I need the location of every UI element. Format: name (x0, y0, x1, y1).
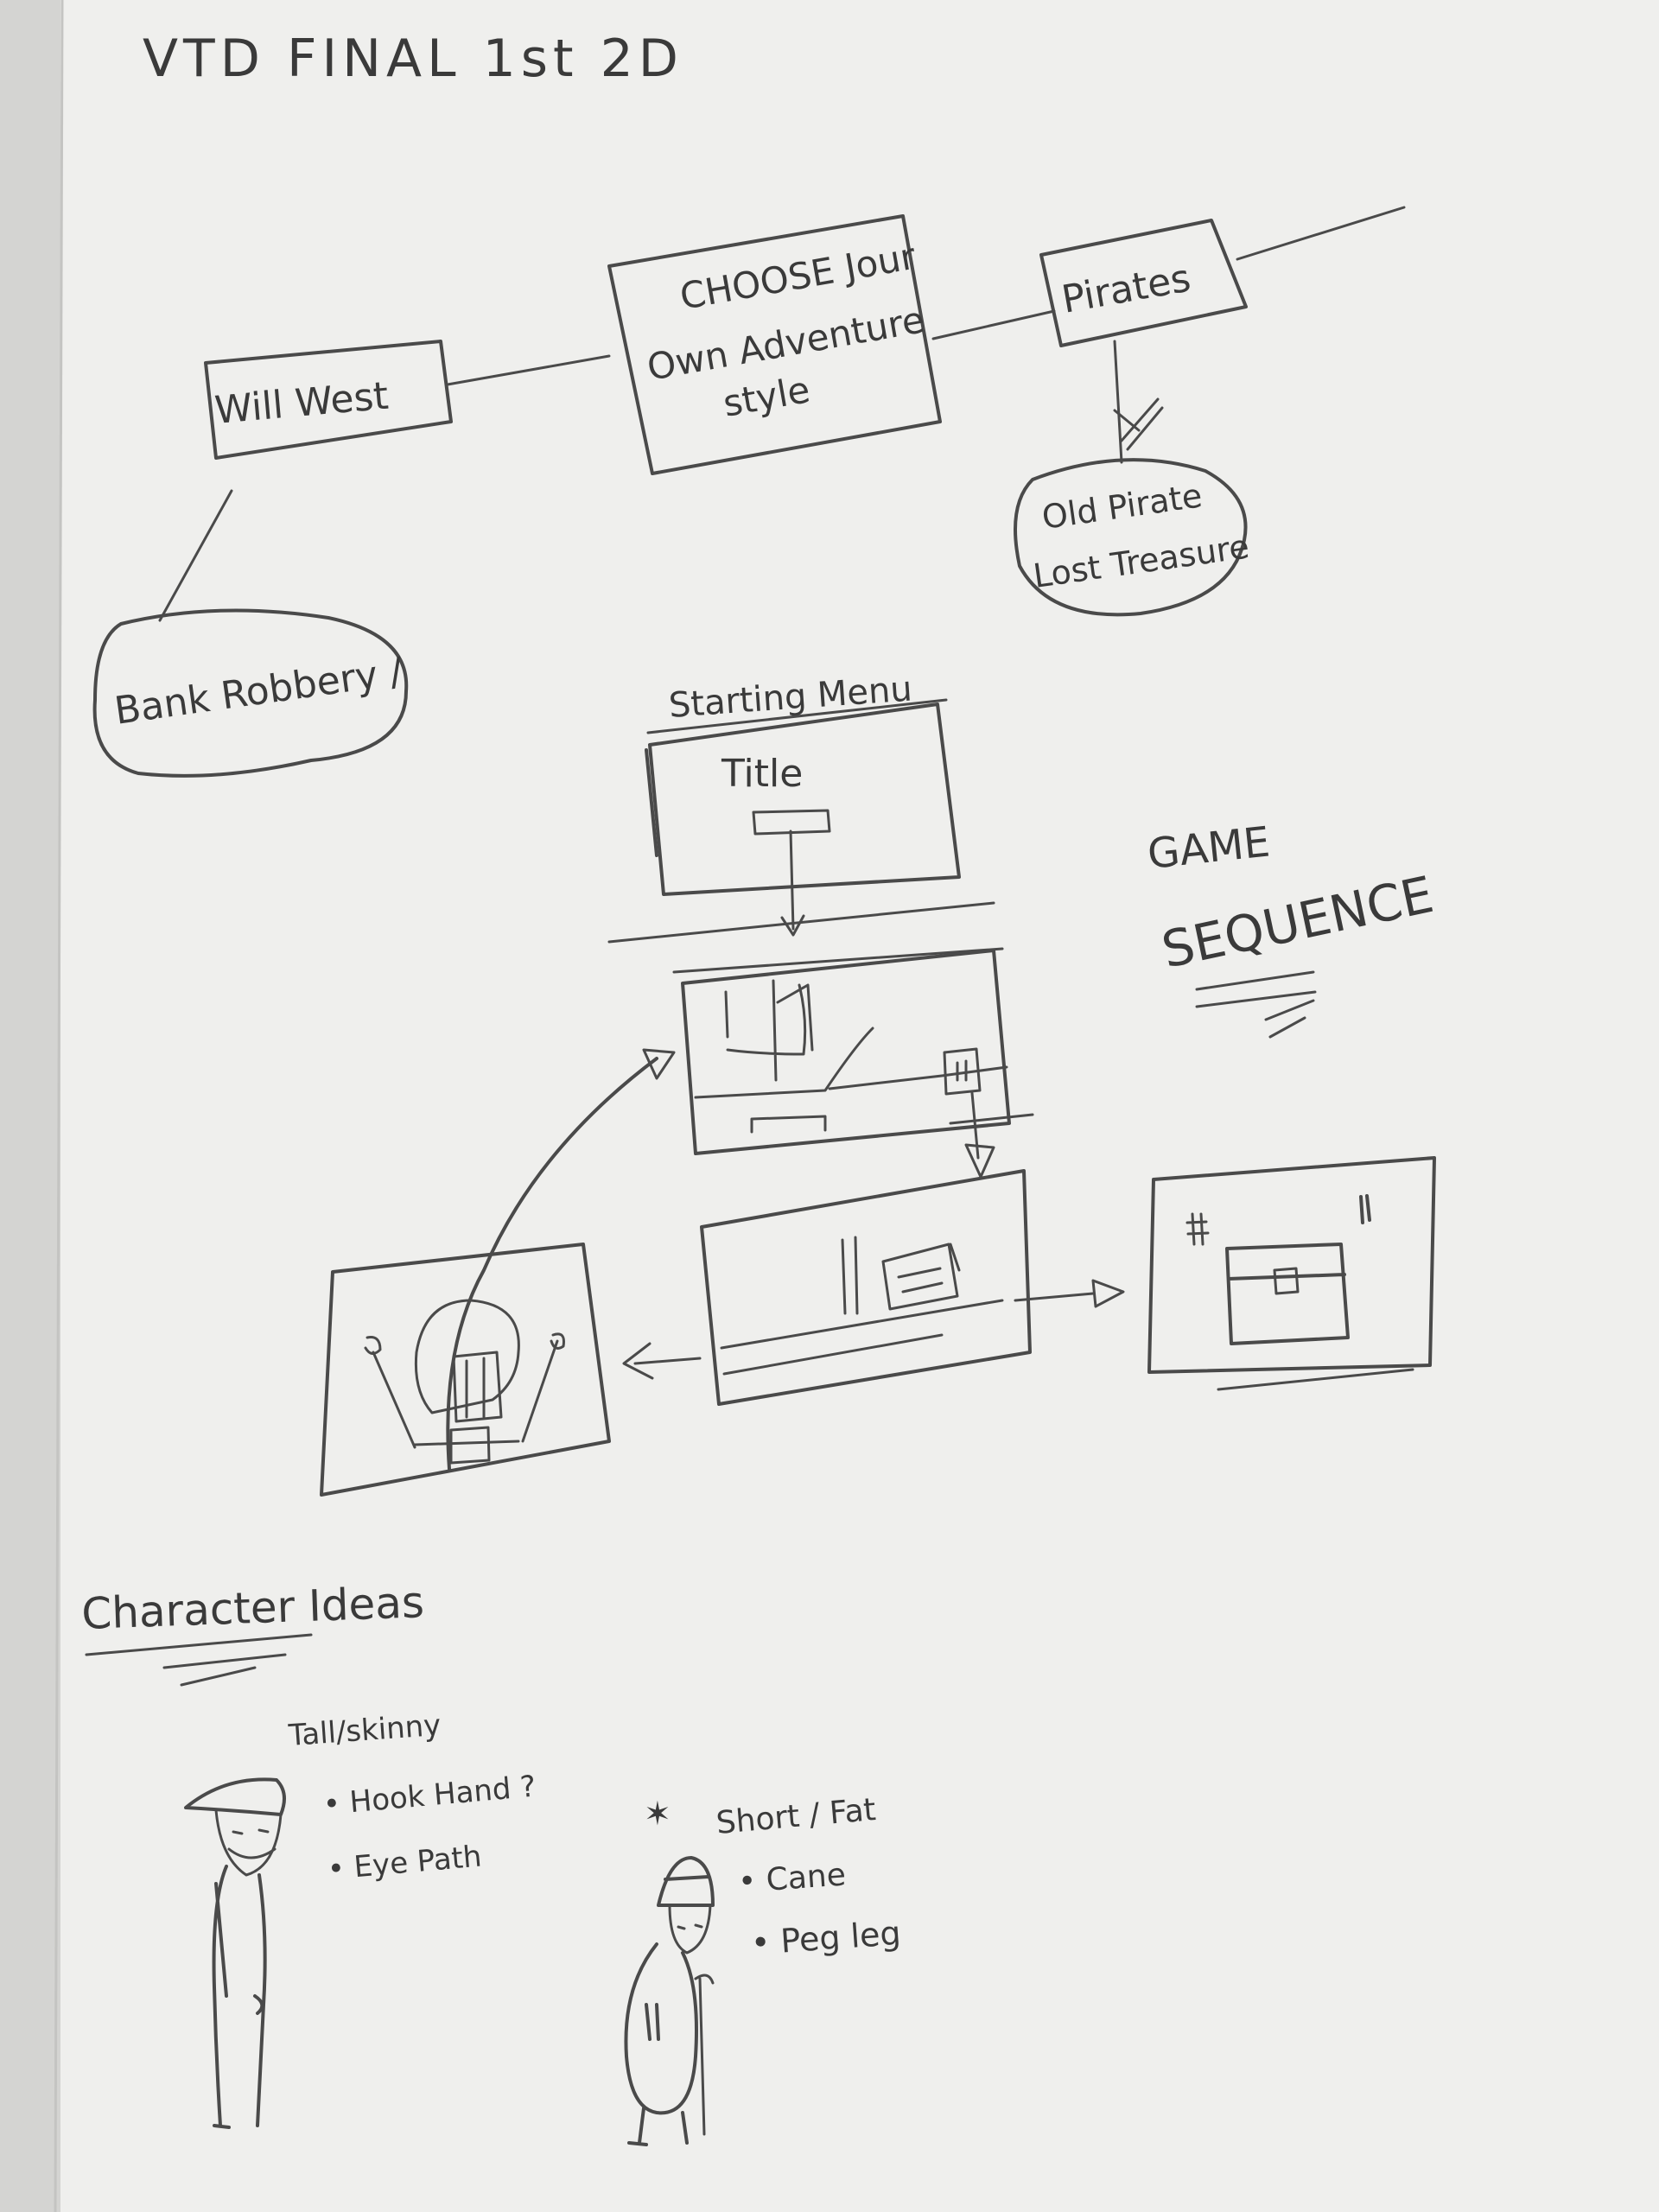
bank-robbery-bubble (92, 608, 409, 778)
ship-sail (776, 983, 814, 1052)
link-center-to-pirates (931, 309, 1056, 340)
screen-2-to-chest-arrow-shaft (1014, 1292, 1095, 1302)
treasure-chest (1225, 1243, 1350, 1345)
will-west-box (204, 340, 453, 460)
starting-menu-frame (648, 702, 961, 896)
menu-arrow-shaft (789, 830, 795, 931)
globe-to-screen-1-arrow-head (642, 1048, 676, 1080)
map-pin-right (521, 1332, 565, 1443)
chest-lock (1273, 1267, 1300, 1295)
game-screen-1-top-line (672, 947, 1004, 974)
map-screen-frame (320, 1243, 611, 1497)
treasure-map-sign (881, 1243, 961, 1311)
globe-stand (413, 1426, 520, 1465)
screen-2-pillars (841, 1236, 859, 1315)
link-center-to-will-west (446, 354, 611, 386)
character-ideas: Character Ideas Tall/skinny • Hook Hand … (80, 1577, 902, 2146)
short-pirate-figure (624, 1856, 715, 2146)
link-will-west-to-bank-robbery (158, 489, 233, 622)
paper-edge (54, 0, 64, 2212)
character-ideas-underline (85, 1633, 313, 1687)
character-ideas-heading: Character Ideas (80, 1577, 424, 1639)
game-screen-1-frame (681, 949, 1011, 1155)
paper-shadow (0, 0, 60, 2212)
link-pirates-continues (1236, 206, 1406, 261)
chest-screen-frame (1147, 1156, 1436, 1374)
screen-2-to-map-arrow-shaft (633, 1357, 702, 1365)
short-pirate-cane (694, 1974, 715, 2136)
chest-screen-base-line (1217, 1368, 1414, 1391)
page-title: VTD FINAL 1st 2D (143, 29, 683, 89)
screen-2-floor (720, 1299, 1004, 1376)
pirates-box (1039, 219, 1248, 347)
treasure-bubble (1014, 458, 1248, 617)
short-pirate-head (668, 1904, 712, 1955)
tall-pirate-hat (184, 1777, 286, 1816)
menu-frame-left-mark (645, 748, 658, 857)
menu-title-button (752, 809, 831, 836)
tall-pirate-head (214, 1808, 283, 1877)
short-pirate-hat (657, 1856, 715, 1907)
scribble-mark (1113, 397, 1164, 451)
short-pirate-body (624, 1942, 698, 2146)
screen-2-to-map-arrow-head (622, 1342, 654, 1380)
ship-mast (724, 979, 807, 1082)
ship-plank (750, 1115, 827, 1134)
paper-sheet (60, 0, 1659, 2212)
game-screen-2-frame (700, 1169, 1032, 1406)
game-sequence-underline (1195, 970, 1317, 1039)
map-pin-left (364, 1336, 416, 1449)
screen-1-to-2-arrow-head (964, 1143, 995, 1179)
menu-underline (646, 698, 948, 734)
globe-to-screen-1-arrow (446, 1057, 658, 1471)
globe (414, 1299, 520, 1423)
dollar-sign-left (1185, 1212, 1210, 1246)
short-character-marker: ✶ (644, 1795, 671, 1833)
menu-base-line (607, 901, 995, 944)
screen-1-door (943, 1047, 982, 1096)
short-trait-1: • Cane (737, 1857, 847, 1900)
tall-pirate-body (212, 1865, 267, 2129)
center-box (607, 214, 942, 475)
ship-ground (694, 1027, 1008, 1099)
link-pirates-to-treasure (1113, 340, 1123, 464)
dollar-sign-right (1359, 1194, 1371, 1224)
screen-2-to-chest-arrow-head (1091, 1279, 1125, 1308)
screen-1-base-line (949, 1113, 1034, 1125)
menu-title-text: Title (721, 752, 803, 796)
tall-pirate-figure (184, 1777, 286, 2129)
